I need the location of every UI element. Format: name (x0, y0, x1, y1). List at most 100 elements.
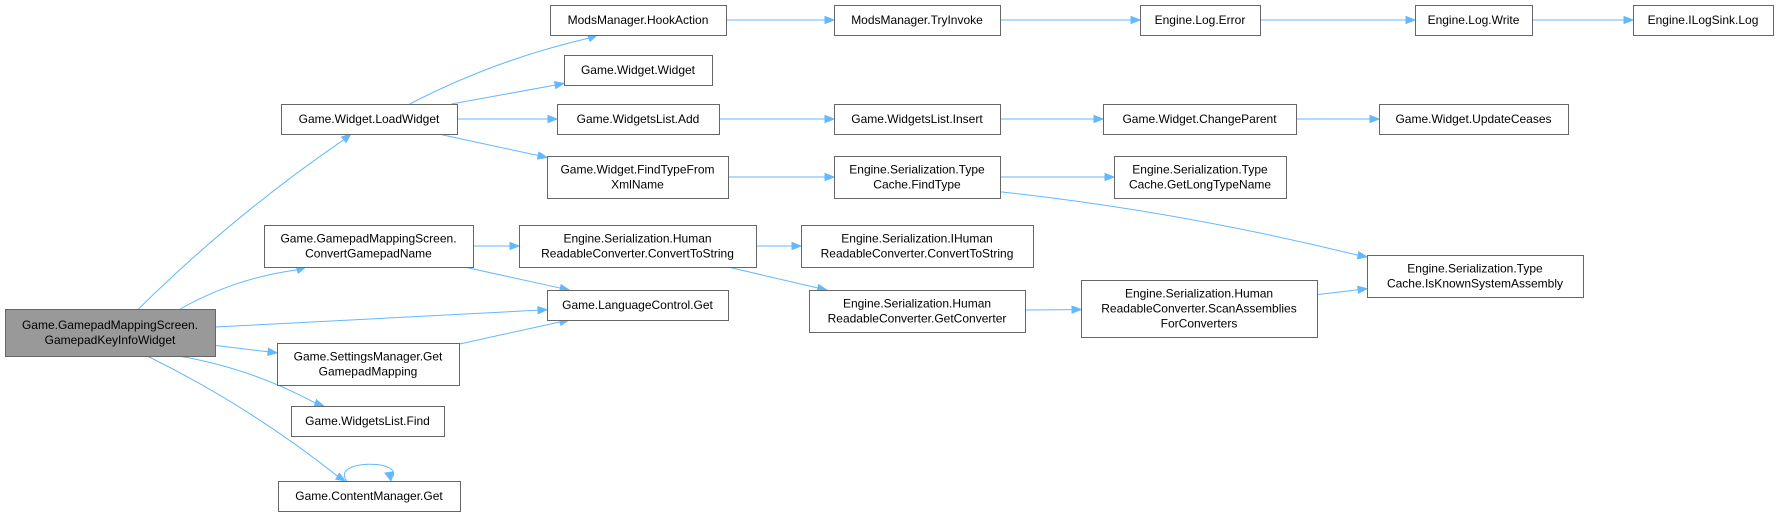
edge-root-to-languageget (214, 305, 549, 328)
node-tryinvoke[interactable]: ModsManager.TryInvoke (834, 5, 1001, 36)
node-isknownsystem[interactable]: Engine.Serialization.TypeCache.IsKnownSy… (1367, 255, 1584, 298)
node-getlongtypename[interactable]: Engine.Serialization.TypeCache.GetLongTy… (1114, 156, 1287, 199)
node-label: ModsManager.HookAction (568, 13, 709, 27)
node-widgetslistfind[interactable]: Game.WidgetsList.Find (291, 406, 445, 437)
node-box (801, 225, 1034, 268)
node-updateceases[interactable]: Game.Widget.UpdateCeases (1379, 104, 1569, 135)
edge-tryinvoke-to-logerror (1000, 15, 1142, 25)
node-label: ReadableConverter.ConvertToString (821, 247, 1014, 261)
node-box (519, 225, 757, 268)
edge-root-to-settingsget (214, 344, 279, 356)
node-label: Game.Widget.Widget (581, 63, 696, 77)
node-label: Game.WidgetsList.Find (305, 414, 430, 428)
edge-getconverter-to-scanassemblies (1024, 305, 1083, 314)
node-box (264, 225, 474, 268)
node-label: GamepadKeyInfoWidget (45, 333, 176, 347)
node-convertgamepadname[interactable]: Game.GamepadMappingScreen.ConvertGamepad… (264, 225, 474, 268)
node-widgetctor[interactable]: Game.Widget.Widget (564, 55, 713, 86)
node-label: Cache.IsKnownSystemAssembly (1387, 277, 1563, 291)
edge-root-to-convertgamepadname (179, 266, 308, 310)
edge-scanassemblies-to-isknownsystem (1316, 285, 1369, 296)
node-label: Cache.GetLongTypeName (1129, 178, 1271, 192)
node-label: Cache.FindType (873, 178, 961, 192)
node-box (1633, 5, 1774, 36)
node-label: ReadableConverter.ScanAssemblies (1101, 302, 1296, 316)
node-label: Engine.ILogSink.Log (1648, 13, 1759, 27)
node-humanconvert[interactable]: Engine.Serialization.HumanReadableConver… (519, 225, 757, 268)
node-hookaction[interactable]: ModsManager.HookAction (550, 5, 727, 36)
edge-typecachefind-to-getlongtypename (999, 172, 1116, 182)
node-label: GamepadMapping (319, 365, 418, 379)
node-box (809, 290, 1026, 333)
node-languageget[interactable]: Game.LanguageControl.Get (547, 290, 729, 321)
node-label: Game.ContentManager.Get (295, 489, 443, 503)
edge-convertgamepadname-to-humanconvert (472, 241, 521, 251)
node-root[interactable]: Game.GamepadMappingScreen.GamepadKeyInfo… (5, 309, 216, 357)
node-ilogsink[interactable]: Engine.ILogSink.Log (1633, 5, 1774, 36)
edge-contentget-to-contentget (343, 463, 395, 483)
node-box (277, 343, 460, 386)
node-box (1367, 255, 1584, 298)
node-box (564, 55, 713, 86)
node-label: ConvertGamepadName (305, 247, 432, 261)
node-logwrite[interactable]: Engine.Log.Write (1415, 5, 1533, 36)
node-box (1140, 5, 1261, 36)
node-label: Engine.Serialization.Human (1125, 287, 1273, 301)
edge-findtypefromxml-to-typecachefind (727, 172, 836, 182)
node-box (1114, 156, 1287, 199)
node-label: Engine.Log.Write (1428, 13, 1520, 27)
node-changeparent[interactable]: Game.Widget.ChangeParent (1103, 104, 1297, 135)
node-contentget[interactable]: Game.ContentManager.Get (278, 481, 461, 512)
node-label: Engine.Log.Error (1155, 13, 1246, 27)
node-widgetslistinsert[interactable]: Game.WidgetsList.Insert (834, 104, 1001, 135)
node-label: Game.GamepadMappingScreen. (280, 232, 456, 246)
node-scanassemblies[interactable]: Engine.Serialization.HumanReadableConver… (1081, 280, 1318, 338)
node-label: Engine.Serialization.Type (849, 163, 985, 177)
node-ihumanconvert[interactable]: Engine.Serialization.IHumanReadableConve… (801, 225, 1034, 268)
node-label: Engine.Serialization.Human (843, 297, 991, 311)
node-box (547, 290, 729, 321)
node-loadwidget[interactable]: Game.Widget.LoadWidget (281, 104, 458, 135)
node-label: ForConverters (1161, 317, 1238, 331)
edge-humanconvert-to-ihumanconvert (755, 241, 803, 251)
node-label: Game.SettingsManager.Get (294, 350, 443, 364)
node-label: Engine.Serialization.IHuman (841, 232, 992, 246)
edge-hookaction-to-tryinvoke (726, 15, 836, 25)
node-box (557, 104, 720, 135)
node-box (834, 5, 1001, 36)
edge-loadwidget-to-widgetslistadd (456, 114, 559, 124)
node-label: Game.Widget.FindTypeFrom (560, 163, 714, 177)
node-label: Game.LanguageControl.Get (562, 298, 713, 312)
node-label: Engine.Serialization.Human (563, 232, 711, 246)
edge-typecachefind-to-isknownsystem (999, 191, 1369, 260)
edges-layer (138, 15, 1635, 483)
node-label: Game.Widget.LoadWidget (299, 112, 440, 126)
node-box (281, 104, 458, 135)
edge-loadwidget-to-widgetctor (451, 81, 566, 105)
node-box (1103, 104, 1297, 135)
node-getconverter[interactable]: Engine.Serialization.HumanReadableConver… (809, 290, 1026, 333)
node-label: ReadableConverter.ConvertToString (541, 247, 734, 261)
edge-convertgamepadname-to-languageget (464, 266, 571, 293)
node-label: ReadableConverter.GetConverter (828, 312, 1007, 326)
node-widgetslistadd[interactable]: Game.WidgetsList.Add (557, 104, 720, 135)
node-label: Game.GamepadMappingScreen. (22, 318, 198, 332)
nodes-layer: Game.GamepadMappingScreen.GamepadKeyInfo… (5, 5, 1774, 512)
node-label: Game.WidgetsList.Add (577, 112, 700, 126)
node-box (291, 406, 445, 437)
node-box (550, 5, 727, 36)
node-logerror[interactable]: Engine.Log.Error (1140, 5, 1261, 36)
node-label: Game.Widget.ChangeParent (1122, 112, 1277, 126)
edge-humanconvert-to-getconverter (727, 266, 829, 292)
edge-changeparent-to-updateceases (1296, 114, 1381, 124)
node-box (547, 156, 729, 199)
edge-widgetslistinsert-to-changeparent (999, 114, 1105, 124)
node-label: Game.Widget.UpdateCeases (1395, 112, 1551, 126)
node-box (1379, 104, 1569, 135)
node-label: Engine.Serialization.Type (1132, 163, 1268, 177)
edge-loadwidget-to-findtypefromxml (438, 133, 549, 160)
